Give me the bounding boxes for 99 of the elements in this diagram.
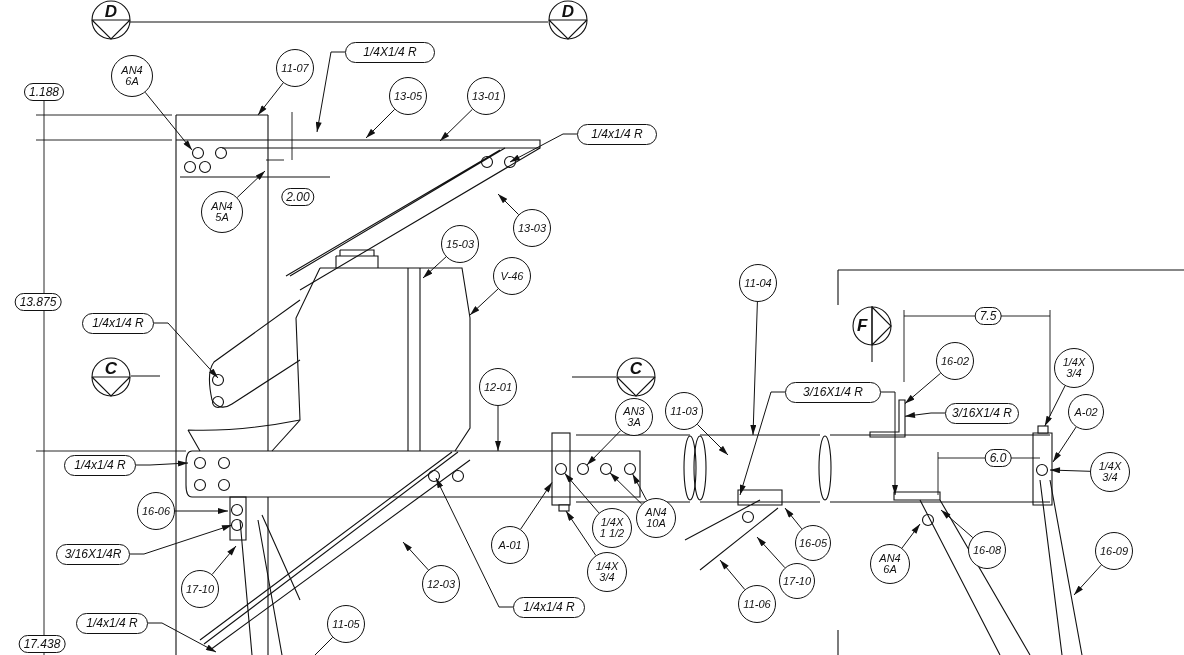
fitting-block (551, 432, 571, 506)
callout-number: 11-05 (327, 605, 365, 643)
leader-line (153, 322, 219, 379)
leader-line (257, 82, 284, 116)
leader-line (144, 91, 193, 151)
dimension-value: 17.438 (18, 635, 66, 653)
callout-number: AN4 10A (636, 498, 676, 538)
leader-line (739, 391, 786, 496)
leader-line (402, 541, 429, 571)
callout-number: AN4 5A (201, 191, 243, 233)
callout-number: AN3 3A (615, 398, 653, 436)
leader-line (609, 472, 643, 505)
callout-number: 12-01 (479, 368, 517, 406)
leader-line (422, 256, 447, 279)
leader-line (236, 170, 266, 198)
leader-line (1073, 564, 1102, 596)
leader-line (1044, 385, 1066, 427)
leader-line (564, 472, 600, 514)
leader-line (756, 536, 786, 569)
section-marker: F (852, 306, 892, 346)
bolt-hole (623, 462, 637, 476)
callout-number: A-01 (491, 526, 529, 564)
leader-line (880, 391, 898, 496)
callout-label: 1/4x1/4 R (577, 123, 657, 145)
callout-number: A-02 (1068, 394, 1104, 430)
callout-number: 17-10 (779, 563, 815, 599)
callout-label: 1/4x1/4 R (82, 312, 154, 334)
callout-number: AN4 6A (111, 55, 153, 97)
callout-label: 3/16X1/4 R (945, 402, 1019, 424)
section-marker: D (91, 0, 131, 40)
bolt-hole (554, 462, 568, 476)
leader-line (784, 507, 803, 530)
leader-line (435, 477, 514, 608)
callout-label: 3/16X1/4R (56, 543, 130, 565)
bolt-hole (599, 462, 613, 476)
leader-line (1049, 467, 1091, 474)
leader-line (719, 559, 746, 590)
callout-number: 1/4X 1 1/2 (592, 508, 632, 548)
callout-number: 16-05 (795, 525, 831, 561)
callout-number: 11-07 (276, 49, 314, 87)
leader-line (750, 301, 758, 436)
leader-line (129, 524, 233, 555)
callout-number: 1/4X 3/4 (587, 552, 627, 592)
leader-line (439, 108, 473, 142)
callout-number: 13-03 (513, 209, 551, 247)
leader-line (495, 405, 501, 452)
callout-label: 1/4x1/4 R (64, 454, 136, 476)
callout-number: 12-03 (422, 565, 460, 603)
callout-label: 1/4x1/4 R (76, 612, 148, 634)
callout-number: V-46 (493, 257, 531, 295)
leader-line (696, 423, 729, 456)
callout-number: 16-02 (936, 342, 974, 380)
callout-number: 11-03 (665, 392, 703, 430)
dimension-value: 2.00 (281, 188, 315, 206)
leader-line (174, 508, 229, 514)
leader-line (520, 481, 553, 530)
bolt-end (558, 504, 570, 512)
callout-number: 13-05 (389, 77, 427, 115)
callout-label: 3/16X1/4 R (785, 381, 881, 403)
angle-bracket (869, 399, 906, 438)
dimension-value: 13.875 (14, 293, 62, 311)
callout-number: 16-08 (968, 531, 1006, 569)
section-marker: D (548, 0, 588, 40)
leader-line (509, 133, 578, 163)
callout-number: 16-06 (137, 492, 175, 530)
section-marker: C (91, 357, 131, 397)
callout-number: 1/4X 3/4 (1054, 348, 1094, 388)
callout-number: 15-03 (441, 225, 479, 263)
bolt-head (1037, 425, 1049, 434)
leader-line (632, 473, 648, 501)
leader-line (497, 193, 520, 216)
dimension-value: 7.5 (974, 307, 1002, 325)
leader-line (314, 636, 334, 655)
callout-number: 17-10 (181, 570, 219, 608)
dimension-value: 1.188 (24, 83, 64, 101)
leader-line (904, 412, 946, 418)
leader-line (565, 510, 597, 556)
leader-line (940, 509, 974, 538)
callout-label: 1/4X1/4 R (345, 41, 435, 63)
leader-line (147, 622, 217, 653)
section-marker: C (616, 357, 656, 397)
callout-number: 11-06 (738, 585, 776, 623)
callout-number: 1/4X 3/4 (1090, 452, 1130, 492)
callout-number: 13-01 (467, 77, 505, 115)
leader-line (586, 430, 622, 466)
leader-line (904, 372, 941, 405)
callout-number: 16-09 (1095, 532, 1133, 570)
bolt-hole (576, 462, 590, 476)
leader-line (315, 51, 346, 133)
dimension-value: 6.0 (984, 449, 1012, 467)
leader-line (365, 108, 396, 139)
callout-number: 11-04 (739, 264, 777, 302)
leader-line (135, 460, 189, 467)
leader-line (469, 288, 499, 316)
callout-number: AN4 6A (870, 544, 910, 584)
callout-label: 1/4x1/4 R (513, 596, 585, 618)
leader-line (1052, 426, 1077, 463)
leader-line (211, 545, 237, 575)
leader-line (901, 523, 921, 549)
